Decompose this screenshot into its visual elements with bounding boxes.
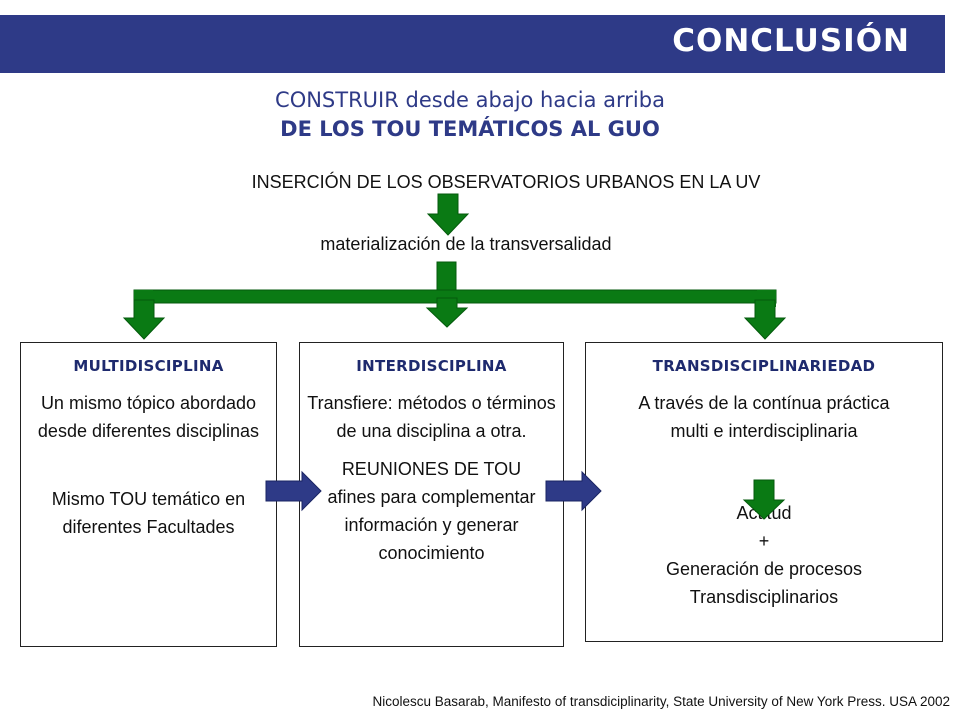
page-title: CONCLUSIÓN [672,23,910,59]
multidisciplina-box: MULTIDISCIPLINA Un mismo tópico abordado… [20,342,277,647]
insertion-text: INSERCIÓN DE LOS OBSERVATORIOS URBANOS E… [251,172,761,192]
interdisciplina-description: Transfiere: métodos o términos de una di… [307,393,556,441]
transdisciplinariedad-title: TRANSDISCIPLINARIEDAD [652,357,876,375]
citation: Nicolescu Basarab, Manifesto of transdic… [372,694,950,709]
down-arrow-inner-icon [742,479,786,520]
multidisciplina-tou-note: Mismo TOU temático en diferentes Faculta… [51,489,246,537]
transdisciplinariedad-processes: Generación de procesos Transdisciplinari… [665,559,863,607]
down-arrow-left-icon [122,299,166,340]
transdisciplinariedad-plus: + [758,531,770,551]
branch-connector [133,261,777,307]
transdisciplinariedad-description: A través de la contínua práctica multi e… [638,393,890,441]
right-arrow-2-icon [545,470,602,512]
subtitle-line-1: CONSTRUIR desde abajo hacia arriba [275,88,665,112]
interdisciplina-title: INTERDISCIPLINA [356,357,507,375]
header-bar: CONCLUSIÓN [0,15,945,73]
multidisciplina-title: MULTIDISCIPLINA [73,357,224,375]
materialization-text: materialización de la transversalidad [320,234,612,254]
down-arrow-center-icon [425,297,469,328]
interdisciplina-box: INTERDISCIPLINA Transfiere: métodos o té… [299,342,564,647]
subtitle-line-2: DE LOS TOU TEMÁTICOS AL GUO [280,117,660,141]
right-arrow-1-icon [265,470,322,512]
multidisciplina-description: Un mismo tópico abordado desde diferente… [37,393,260,441]
down-arrow-right-icon [743,299,787,340]
down-arrow-icon [426,193,470,236]
interdisciplina-meetings: REUNIONES DE TOU afines para complementa… [327,459,536,563]
